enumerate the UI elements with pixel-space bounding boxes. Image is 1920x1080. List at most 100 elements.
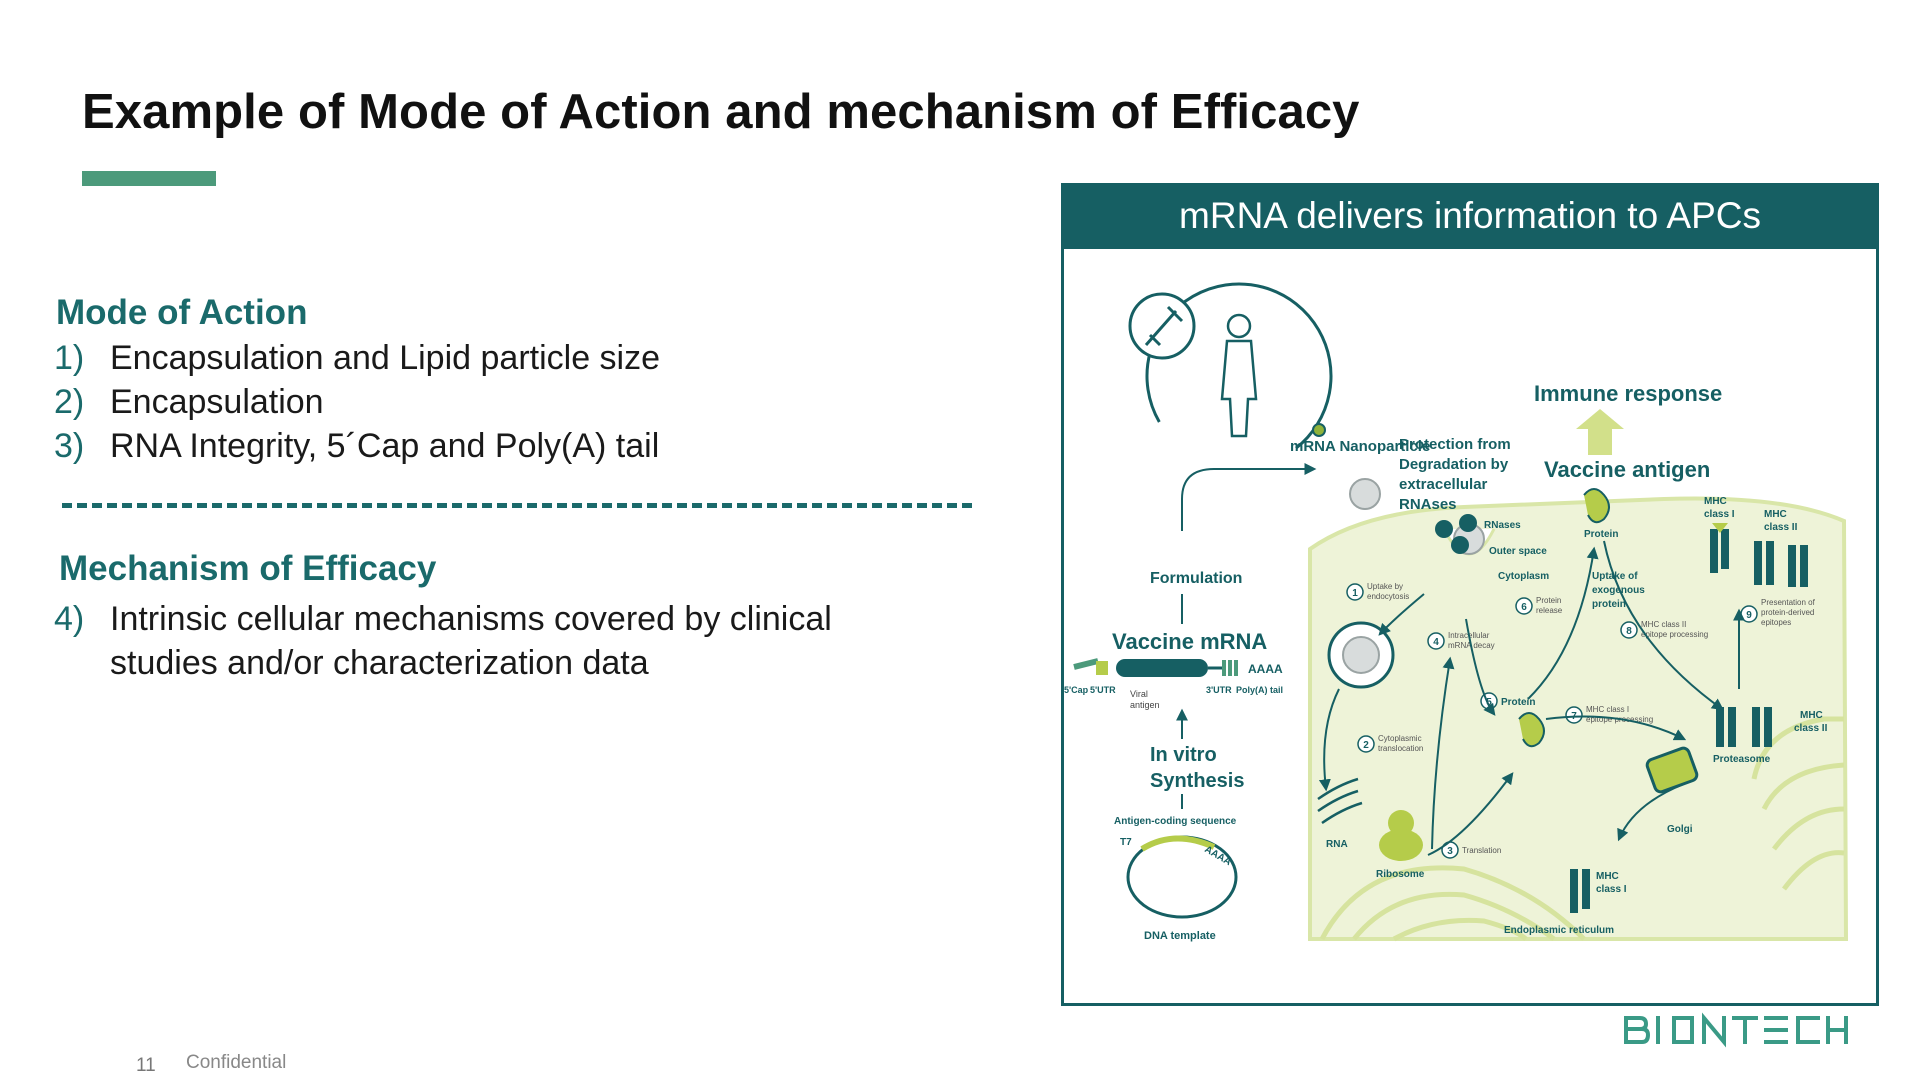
vaccine-antigen-label: Vaccine antigen [1544,457,1710,482]
formulation-label: Formulation [1150,570,1242,587]
mrna-diagram-panel: mRNA delivers information to APCs [1061,183,1879,1006]
step9-text-b: protein-derived [1761,608,1814,617]
mhc-receptors-right [1716,707,1772,747]
cytoplasm-label: Cytoplasm [1498,571,1549,582]
er-label: Endoplasmic reticulum [1504,925,1614,936]
immune-response-label: Immune response [1534,381,1722,406]
step9-text-c: epitopes [1761,618,1791,627]
mhc1-top-label-b: class I [1704,509,1735,520]
mode-of-action-list: 1)Encapsulation and Lipid particle size … [54,336,660,468]
step-9-number: 9 [1746,610,1752,621]
antigen-coding-label: Antigen-coding sequence [1114,816,1237,827]
uptake-exo-label-3: protein [1592,599,1626,610]
mhc2-right-label-a: MHC [1800,710,1823,721]
utr3-label: 3'UTR [1206,685,1232,695]
step8-text-b: epitope processing [1641,630,1708,639]
protein-step5-label: Protein [1501,697,1535,708]
protection-label-1: Protection from [1399,436,1511,453]
mhc2-top-label-a: MHC [1764,509,1787,520]
ribosome-icon [1379,810,1423,861]
arc-end-dot [1312,423,1326,437]
step1-text-b: endocytosis [1367,592,1409,601]
step7-text-a: MHC class I [1586,705,1629,714]
step-3-number: 3 [1447,846,1453,857]
plasmid-coding-region [1140,835,1216,852]
antigen-label: antigen [1130,700,1160,710]
endoplasmic-reticulum-shape [1319,716,1845,942]
ribosome-label: Ribosome [1376,869,1425,880]
mhc-receptors-bottom [1570,869,1590,913]
mrna-strand [1073,658,1238,677]
mhc1-bottom-label-a: MHC [1596,871,1619,882]
step-8-number: 8 [1626,626,1632,637]
mhc-receptors-top [1710,529,1808,587]
polya-label: Poly(A) tail [1236,685,1283,695]
mrna-mechanism-diagram: mRNA Nanoparticle Formulation Vaccine mR… [1064,282,1849,942]
step-4-number: 4 [1433,637,1439,648]
step9-text-a: Presentation of [1761,598,1816,607]
step6-text-b: release [1536,606,1563,615]
item-text: RNA Integrity, 5´Cap and Poly(A) tail [110,427,660,465]
mechanism-of-efficacy-list: 4)Intrinsic cellular mechanisms covered … [54,597,832,685]
step6-text-a: Protein [1536,596,1561,605]
mhc2-top-label-b: class II [1764,522,1798,533]
mrna-nanoparticle-label: mRNA Nanoparticle [1290,438,1430,455]
step2-text-b: translocation [1378,744,1423,753]
utr5-label: 5'UTR [1090,685,1116,695]
rna-strands [1317,777,1363,825]
protein-top-label: Protein [1584,529,1618,540]
outer-space-label: Outer space [1489,546,1547,557]
golgi-label: Golgi [1667,824,1693,835]
epitope-marker [1712,523,1728,533]
confidential-label: Confidential [186,1052,287,1073]
mhc1-bottom-label-b: class I [1596,884,1627,895]
list-item: 4)Intrinsic cellular mechanisms covered … [54,597,832,641]
list-item: 2)Encapsulation [54,380,660,424]
list-item: studies and/or characterization data [54,641,832,685]
protection-label-2: Degradation by [1399,456,1509,473]
item-number-spacer [54,641,110,685]
slide-title: Example of Mode of Action and mechanism … [82,85,1360,139]
mechanism-of-efficacy-heading: Mechanism of Efficacy [59,549,437,588]
protection-label-4: RNAses [1399,496,1457,513]
step2-text-a: Cytoplasmic [1378,734,1422,743]
rna-label: RNA [1326,839,1348,850]
rnases-label: RNases [1484,520,1521,531]
list-item: 1) Encapsulation and Lipid particle size [54,336,660,380]
protection-label-3: extracellular [1399,476,1488,493]
syringe-icon [1144,305,1184,347]
item-number: 3) [54,427,85,465]
step8-text-a: MHC class II [1641,620,1686,629]
uptake-exo-label-2: exogenous [1592,585,1645,596]
item-number: 1) [54,339,85,377]
step-2-number: 2 [1363,740,1369,751]
item-text: studies and/or characterization data [110,644,649,682]
item-number: 4) [54,600,85,638]
proteasome-label: Proteasome [1713,754,1771,765]
person-icon [1220,313,1258,438]
title-accent-bar [82,171,216,186]
rnase-icons [1435,514,1477,554]
step-6-number: 6 [1521,602,1527,613]
diagram-header: mRNA delivers information to APCs [1061,183,1879,249]
viral-label: Viral [1130,689,1148,699]
formulation-arrow [1181,463,1317,531]
mode-of-action-heading: Mode of Action [56,293,308,332]
item-text: Encapsulation and Lipid particle size [110,339,661,377]
step-1-number: 1 [1352,588,1358,599]
cap-label: 5'Cap [1064,685,1089,695]
page-number: 11 [136,1055,156,1076]
antigen-protein-icon [1583,488,1610,524]
biontech-logo [1622,1012,1850,1053]
immune-response-arrow [1576,409,1624,455]
pathway-arrows [1318,540,1745,856]
section-divider [62,503,972,508]
dna-template-label: DNA template [1144,930,1216,942]
in-vitro-label: In vitro [1150,744,1217,766]
translated-protein-icon [1518,712,1545,748]
list-item: 3) RNA Integrity, 5´Cap and Poly(A) tail [54,424,660,468]
mhc1-top-label-a: MHC [1704,496,1727,507]
nanoparticle-outside [1349,478,1381,510]
nanoparticle-in-endosome [1342,636,1380,674]
item-number: 2) [54,383,85,421]
